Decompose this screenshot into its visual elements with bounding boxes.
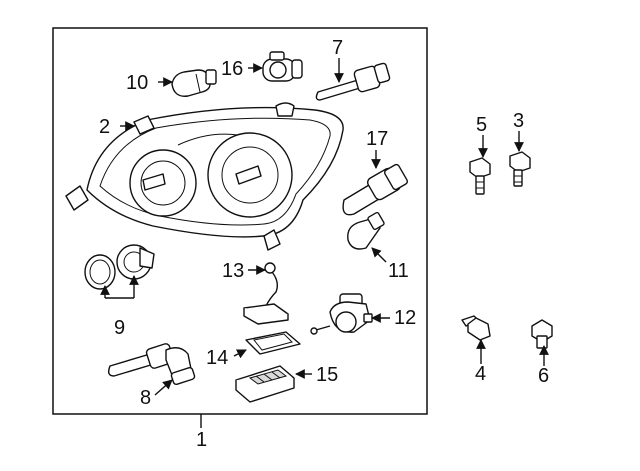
ballast-part-15 <box>235 365 295 403</box>
connector-wire-part-13 <box>243 262 289 325</box>
bolt-part-6 <box>531 319 553 349</box>
bulb-part-7 <box>315 62 391 101</box>
callout-3: 3 <box>513 110 524 132</box>
callout-11: 11 <box>388 260 409 282</box>
leveling-motor-part-12 <box>310 293 373 335</box>
leader-lines <box>100 58 549 396</box>
callout-13: 13 <box>222 260 244 282</box>
bolt-part-3 <box>509 151 531 187</box>
callout-14: 14 <box>206 347 228 369</box>
callout-6: 6 <box>538 365 549 387</box>
hid-bulb-part-8 <box>107 343 196 386</box>
headlamp-housing-part-2 <box>65 102 344 251</box>
callout-9: 9 <box>114 317 125 339</box>
callout-2: 2 <box>99 116 110 138</box>
callout-1: 1 <box>196 429 207 451</box>
callout-7: 7 <box>332 37 343 59</box>
callout-17: 17 <box>366 128 388 150</box>
callout-12: 12 <box>394 307 416 329</box>
callout-4: 4 <box>475 363 486 385</box>
seal-and-cap-part-9 <box>84 244 155 290</box>
callout-8: 8 <box>140 387 151 409</box>
callout-10: 10 <box>126 72 148 94</box>
gasket-part-14 <box>245 331 301 355</box>
bolt-part-5 <box>469 157 491 195</box>
bolt-part-4 <box>461 315 491 341</box>
assembly-frame <box>52 27 428 415</box>
callout-15: 15 <box>316 364 338 386</box>
small-bulb-part-11 <box>347 211 385 250</box>
callout-16: 16 <box>221 58 243 80</box>
callout-5: 5 <box>476 114 487 136</box>
bulb-socket-part-16 <box>262 51 303 82</box>
bulb-assembly-part-17 <box>342 163 409 216</box>
wedge-bulb-part-10 <box>171 69 217 97</box>
